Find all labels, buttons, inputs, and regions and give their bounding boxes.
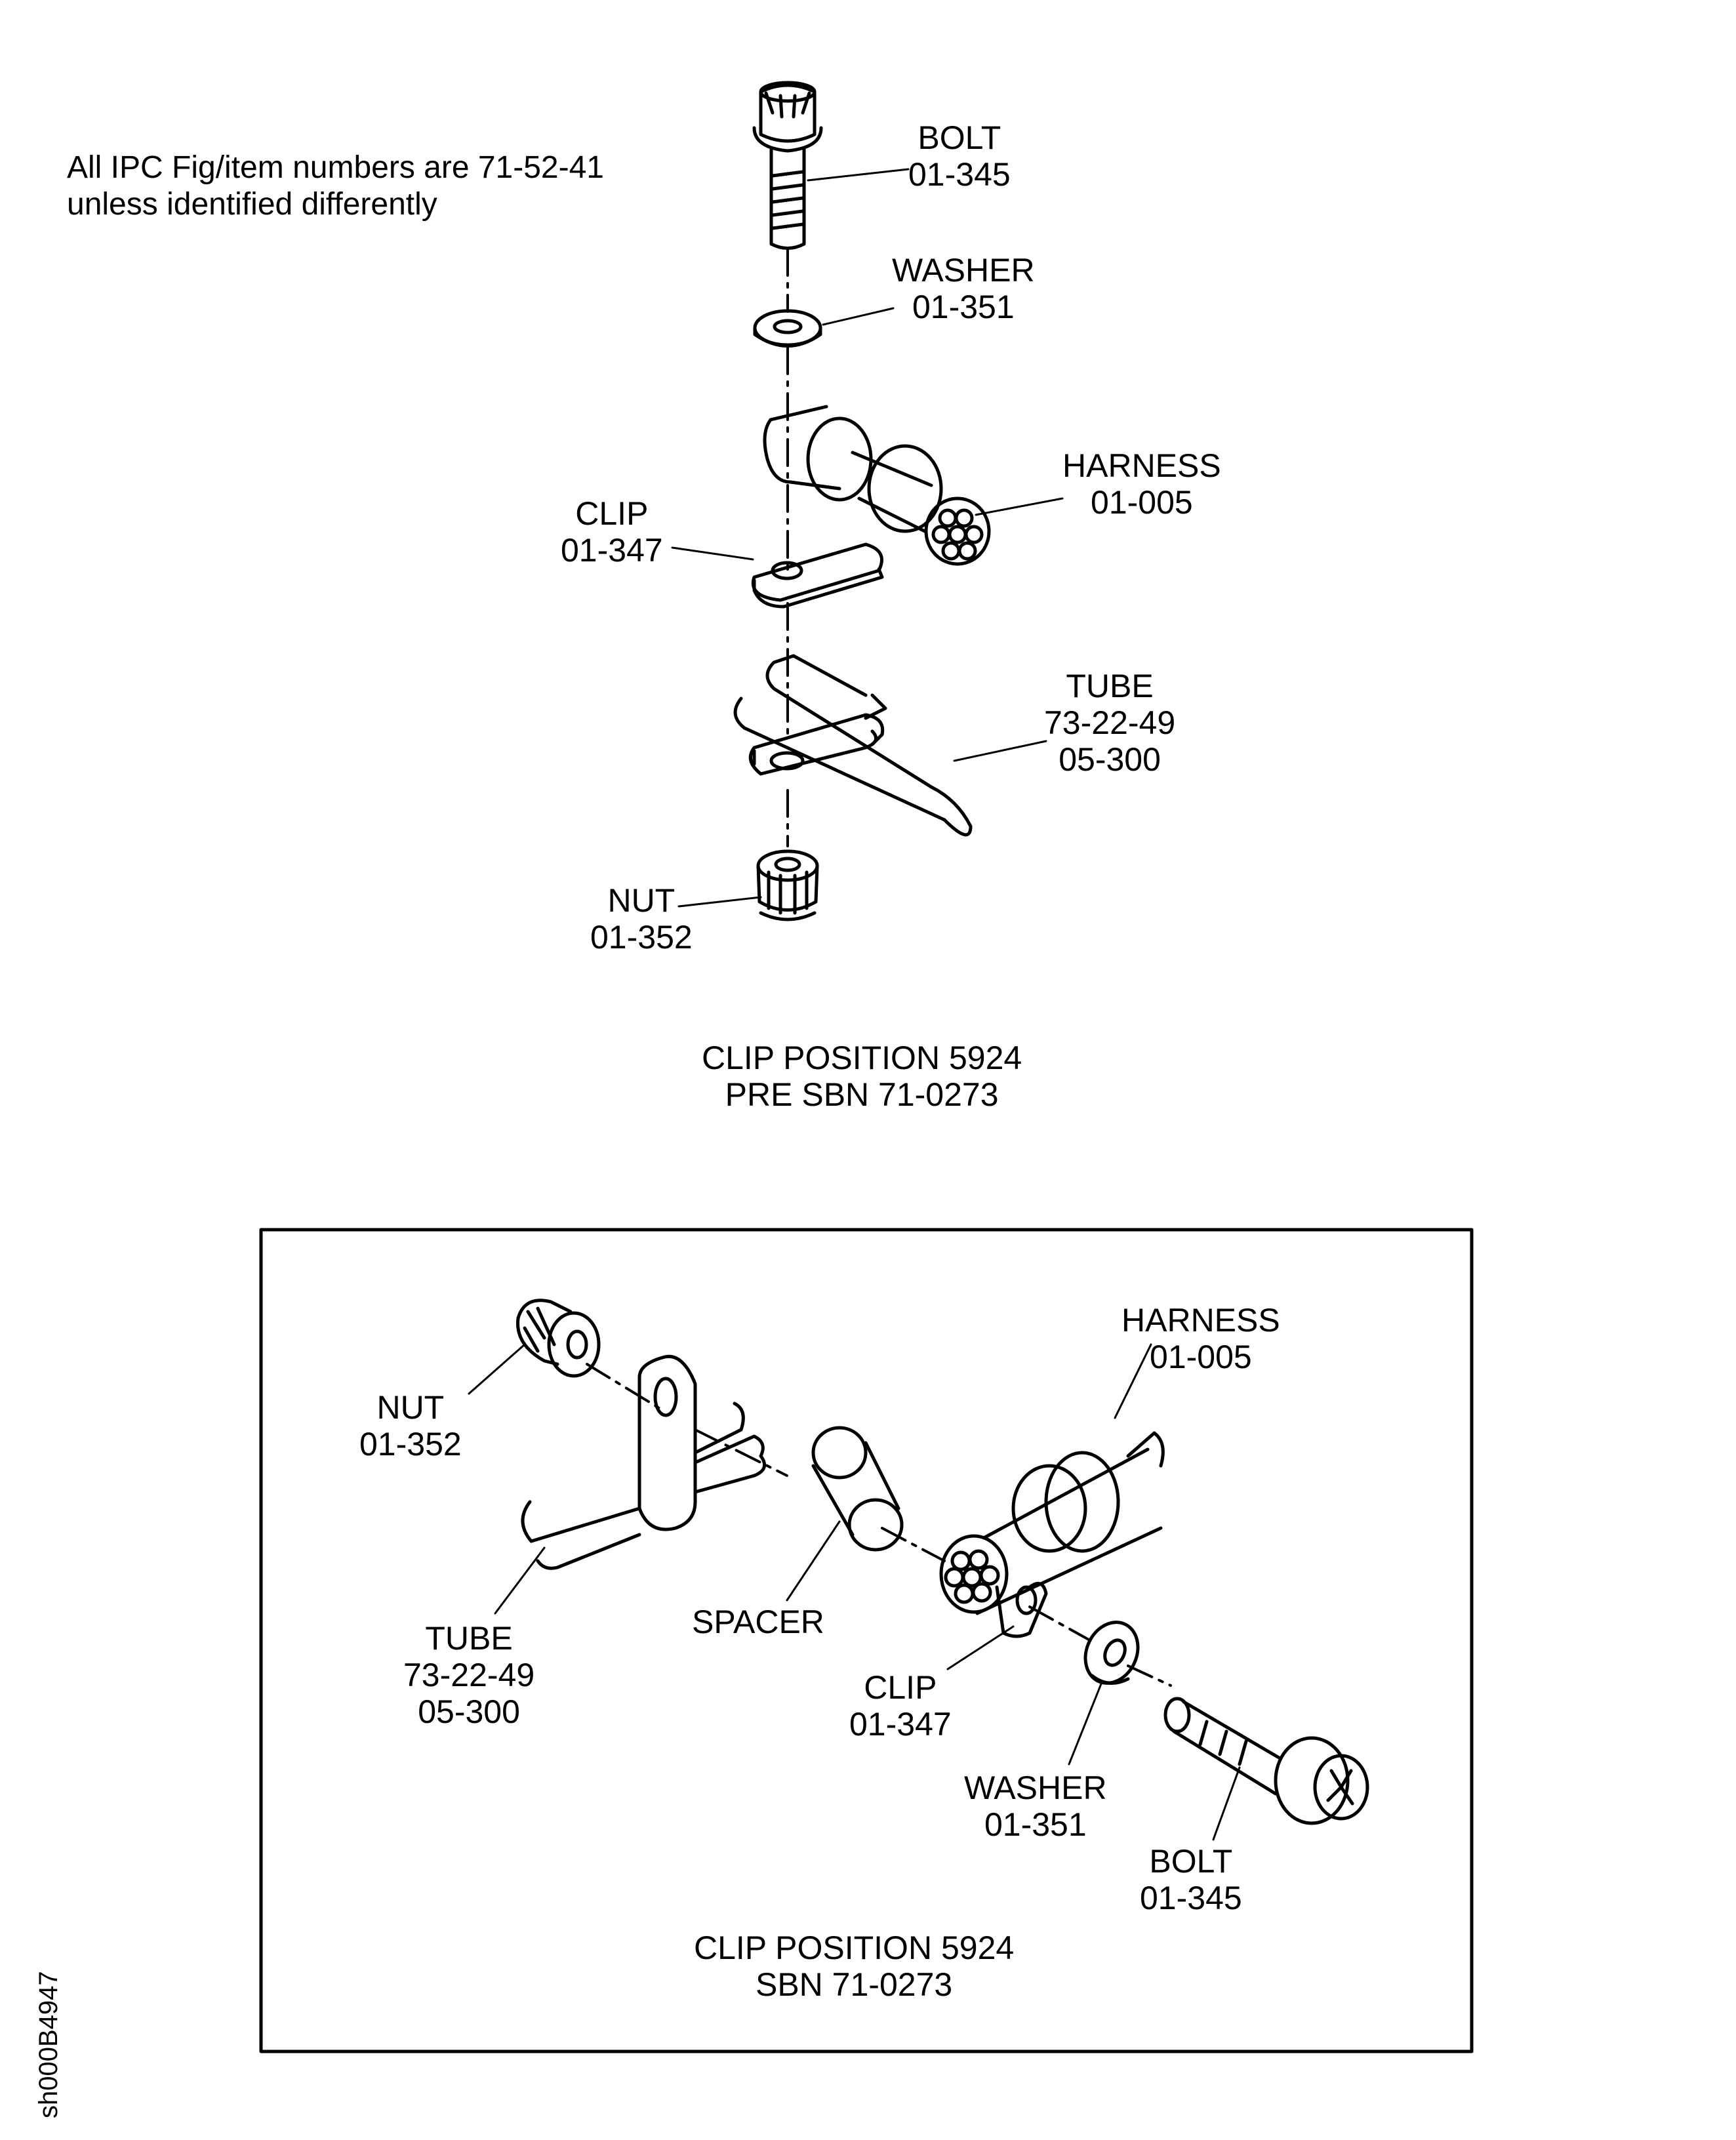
label-washer-bottom-num: 01-351	[984, 1806, 1087, 1843]
label-clip-bottom-name: CLIP	[864, 1669, 937, 1706]
caption-sbn-line-2: SBN 71-0273	[755, 1966, 953, 2003]
tube-top-icon	[733, 654, 973, 837]
label-harness-top: HARNESS 01-005	[1062, 447, 1221, 521]
label-nut-bottom-num: 01-352	[359, 1426, 462, 1463]
nut-bottom-icon	[516, 1299, 601, 1378]
label-nut-bottom-name: NUT	[376, 1389, 445, 1426]
caption-pre-sbn: CLIP POSITION 5924 PRE SBN 71-0273	[702, 1040, 1022, 1113]
top-leader-lines	[671, 168, 1064, 908]
label-nut-bottom: NUT 01-352	[359, 1389, 462, 1463]
bottom-leader-lines	[468, 1343, 1241, 1841]
label-clip-top: CLIP 01-347	[561, 495, 663, 569]
sbn-frame	[259, 1228, 1474, 2053]
bolt-top-icon	[752, 81, 823, 250]
label-bolt-top-name: BOLT	[918, 119, 1001, 156]
ipc-reference-note: All IPC Fig/item numbers are 71-52-41 un…	[67, 150, 604, 223]
label-tube-top: TUBE 73-22-49 05-300	[1044, 668, 1175, 778]
label-washer-top-num: 01-351	[912, 289, 1015, 325]
label-tube-top-name: TUBE	[1066, 668, 1154, 704]
label-washer-top: WASHER 01-351	[892, 252, 1035, 325]
caption-sbn-line-1: CLIP POSITION 5924	[694, 1929, 1015, 1966]
note-line-1: All IPC Fig/item numbers are 71-52-41	[67, 150, 604, 185]
label-harness-top-name: HARNESS	[1062, 447, 1221, 484]
label-tube-bottom-num: 05-300	[418, 1693, 520, 1730]
label-bolt-top: BOLT 01-345	[908, 119, 1011, 193]
label-nut-top-num: 01-352	[590, 919, 693, 956]
label-clip-top-name: CLIP	[575, 495, 649, 532]
label-spacer-bottom: SPACER	[692, 1604, 824, 1640]
bolt-bottom-icon	[1163, 1697, 1369, 1825]
label-tube-bottom-name: TUBE	[425, 1620, 513, 1657]
washer-top-icon	[753, 309, 822, 348]
label-tube-bottom-fig: 73-22-49	[403, 1657, 535, 1693]
harness-clip-bottom-icon	[939, 1431, 1165, 1638]
label-bolt-bottom-name: BOLT	[1149, 1843, 1233, 1880]
label-clip-bottom-num: 01-347	[849, 1706, 952, 1743]
document-id: sh000B4947	[34, 1971, 63, 2118]
label-washer-bottom: WASHER 01-351	[964, 1769, 1107, 1843]
label-tube-top-num: 05-300	[1059, 741, 1161, 778]
harness-clip-top-icon	[752, 405, 991, 609]
label-bolt-top-num: 01-345	[908, 156, 1011, 193]
label-harness-bottom-name: HARNESS	[1121, 1302, 1280, 1339]
label-bolt-bottom-num: 01-345	[1140, 1880, 1242, 1916]
tube-clip-bottom-icon	[521, 1355, 767, 1570]
caption-pre-sbn-line-1: CLIP POSITION 5924	[702, 1040, 1022, 1076]
caption-pre-sbn-line-2: PRE SBN 71-0273	[725, 1076, 999, 1113]
label-clip-top-num: 01-347	[561, 532, 663, 569]
washer-bottom-icon	[1083, 1621, 1140, 1685]
label-bolt-bottom: BOLT 01-345	[1140, 1843, 1242, 1916]
label-harness-bottom: HARNESS 01-005	[1121, 1302, 1280, 1375]
label-spacer-bottom-name: SPACER	[692, 1604, 824, 1640]
spacer-bottom-icon	[811, 1426, 904, 1552]
label-nut-top-name: NUT	[607, 882, 676, 919]
label-harness-top-num: 01-005	[1091, 484, 1193, 521]
label-tube-bottom: TUBE 73-22-49 05-300	[403, 1620, 535, 1730]
note-line-2: unless identified differently	[67, 187, 437, 222]
label-clip-bottom: CLIP 01-347	[849, 1669, 952, 1743]
nut-top-icon	[756, 849, 819, 921]
label-washer-bottom-name: WASHER	[964, 1769, 1107, 1806]
label-harness-bottom-num: 01-005	[1150, 1339, 1252, 1375]
caption-sbn: CLIP POSITION 5924 SBN 71-0273	[694, 1929, 1014, 2003]
label-nut-top: NUT 01-352	[590, 882, 693, 956]
label-tube-top-fig: 73-22-49	[1044, 704, 1176, 741]
label-washer-top-name: WASHER	[892, 252, 1035, 289]
